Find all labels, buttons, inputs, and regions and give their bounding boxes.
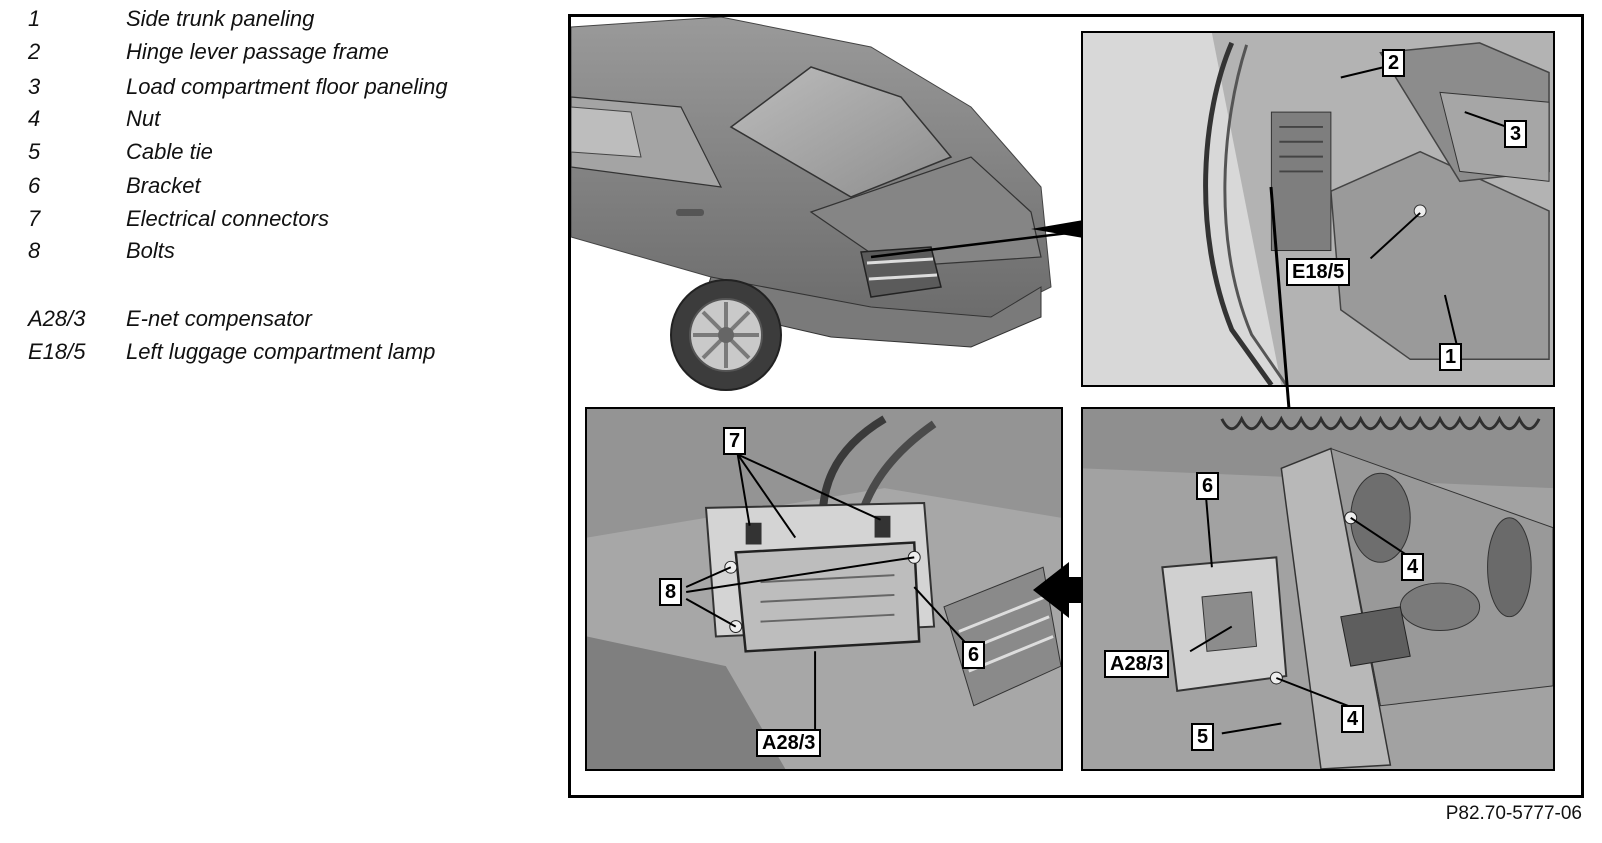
callout-3: 3 <box>1504 120 1528 148</box>
legend-text: Electrical connectors <box>126 206 329 231</box>
legend-text: Bolts <box>126 238 175 263</box>
bracket-mount-detail-image <box>1081 407 1555 771</box>
callout-6: 6 <box>962 641 986 669</box>
legend-code: E18/5 <box>28 339 86 364</box>
callout-2: 2 <box>1382 49 1406 77</box>
legend-text: Load compartment floor paneling <box>126 74 448 99</box>
legend-text: Bracket <box>126 173 201 198</box>
callout-5: 5 <box>1191 723 1215 751</box>
callout-6: 6 <box>1196 472 1220 500</box>
luggage-compartment-detail-image <box>1081 31 1555 387</box>
legend-number: 8 <box>28 238 41 263</box>
legend-text: Side trunk paneling <box>126 6 315 31</box>
figure-code: P82.70-5777-06 <box>1445 803 1582 824</box>
callout-4: 4 <box>1401 553 1425 581</box>
legend-text: Left luggage compartment lamp <box>126 339 436 364</box>
legend-text: E-net compensator <box>126 306 312 331</box>
legend-number: 7 <box>28 206 41 231</box>
car-overview-image <box>571 17 1101 402</box>
legend-number: 2 <box>28 39 41 64</box>
figure-frame: 2 3 E18/5 1 7 8 6 A28/3 6 4 A28/3 4 5 <box>568 14 1584 798</box>
legend-text: Hinge lever passage frame <box>126 39 389 64</box>
legend-number: 6 <box>28 173 41 198</box>
legend-number: 3 <box>28 74 41 99</box>
legend-text: Cable tie <box>126 139 213 164</box>
callout-4: 4 <box>1341 705 1365 733</box>
callout-7: 7 <box>723 427 747 455</box>
callout-1: 1 <box>1439 343 1463 371</box>
legend-code: A28/3 <box>28 306 86 331</box>
callout-8: 8 <box>659 578 683 606</box>
callout-a28-3: A28/3 <box>1104 650 1170 678</box>
legend-number: 5 <box>28 139 41 164</box>
callout-a28-3: A28/3 <box>756 729 822 757</box>
callout-e18-5: E18/5 <box>1286 258 1351 286</box>
legend-number: 1 <box>28 6 41 31</box>
legend-number: 4 <box>28 106 41 131</box>
legend-text: Nut <box>126 106 161 131</box>
enet-compensator-detail-image <box>585 407 1063 771</box>
